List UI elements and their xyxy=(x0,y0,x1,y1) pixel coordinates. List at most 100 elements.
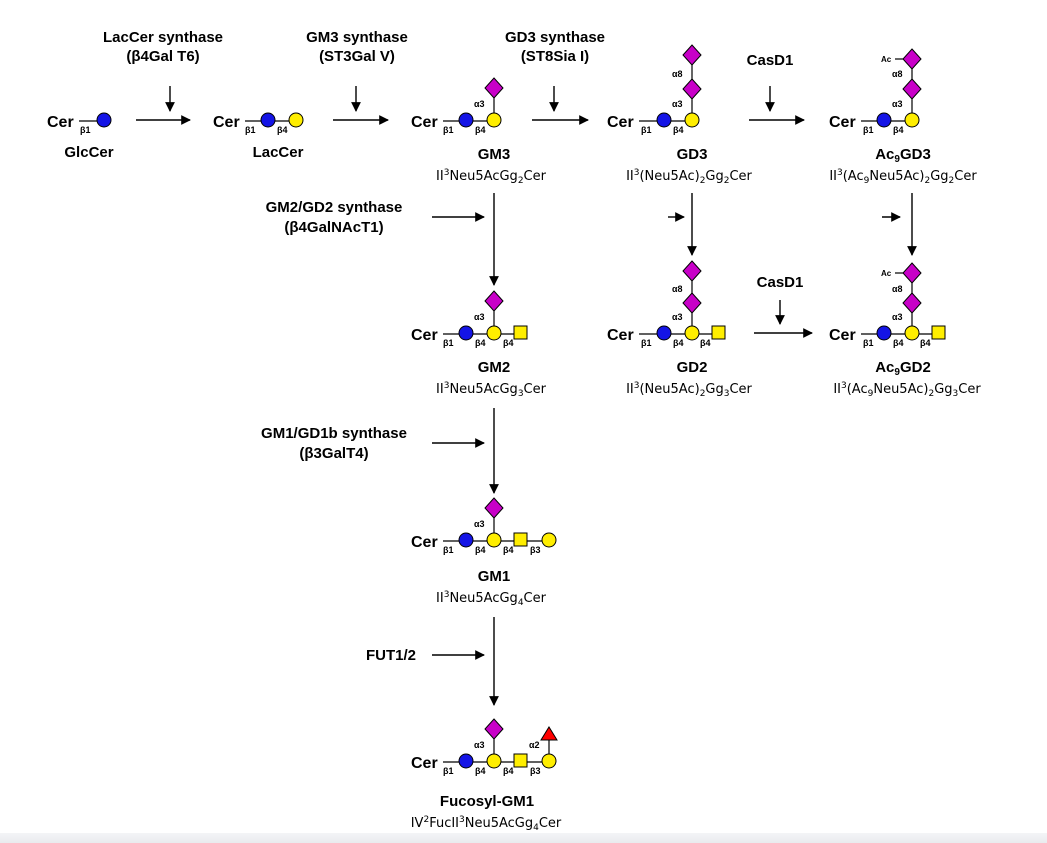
glycan-name: GM1 xyxy=(478,568,511,585)
galactose-icon xyxy=(684,325,700,341)
linkage-label: β4 xyxy=(503,338,514,348)
sialic-acid-icon xyxy=(682,260,702,282)
linkage-label: β4 xyxy=(673,338,684,348)
glycan-glccer: Cer β1 GlcCer xyxy=(47,112,114,161)
galactose-icon xyxy=(486,112,502,128)
galactose-icon xyxy=(541,532,557,548)
linkage-label: α2 xyxy=(529,740,540,750)
glycan-name: LacCer xyxy=(253,144,304,161)
glycan-formula: II3Neu5AcGg2Cer xyxy=(436,168,547,186)
linkage-label: α8 xyxy=(892,69,903,79)
linkage-label: α3 xyxy=(474,519,485,529)
linkage-label: α8 xyxy=(892,284,903,294)
enzyme-gm3-gene: (ST3Gal V) xyxy=(319,48,395,65)
enzyme-gd3-synthase: GD3 synthase xyxy=(505,29,605,46)
galactose-icon xyxy=(486,532,502,548)
linkage-label: β3 xyxy=(530,766,541,776)
glycan-name: Fucosyl-GM1 xyxy=(440,793,534,810)
glycan-name: GD3 xyxy=(677,146,708,163)
linkage-label: β4 xyxy=(475,766,486,776)
glucose-icon xyxy=(260,112,276,128)
glycan-name: GD2 xyxy=(677,359,708,376)
ceramide-label: Cer xyxy=(829,114,856,131)
linkage-label: β1 xyxy=(245,125,256,135)
linkage-label: α3 xyxy=(892,99,903,109)
sialic-acid-icon xyxy=(902,48,922,70)
glycan-formula: II3(Ac9Neu5Ac)2Gg3Cer xyxy=(833,381,981,399)
linkage-label: β1 xyxy=(443,125,454,135)
ceramide-label: Cer xyxy=(607,114,634,131)
sialic-acid-icon xyxy=(902,262,922,284)
linkage-label: β1 xyxy=(641,338,652,348)
ceramide-label: Cer xyxy=(47,114,74,131)
galactose-icon xyxy=(486,325,502,341)
glucose-icon xyxy=(458,325,474,341)
linkage-label: β4 xyxy=(277,125,288,135)
linkage-label: β4 xyxy=(475,545,486,555)
enzyme-fut12: FUT1/2 xyxy=(366,647,416,664)
bottom-scroll-bar xyxy=(0,833,1047,843)
linkage-label: β1 xyxy=(443,338,454,348)
linkage-label: α3 xyxy=(474,740,485,750)
glucose-icon xyxy=(656,112,672,128)
linkage-label: α3 xyxy=(474,99,485,109)
linkage-label: β1 xyxy=(863,338,874,348)
linkage-label: β4 xyxy=(893,338,904,348)
glucose-icon xyxy=(458,532,474,548)
sialic-acid-icon xyxy=(902,292,922,314)
linkage-label: β4 xyxy=(673,125,684,135)
galactose-icon xyxy=(486,753,502,769)
sialic-acid-icon xyxy=(902,78,922,100)
glycan-ac9gd3: Cer β1 β4 α3 α8 Ac Ac9GD3 II3(Ac9Neu5Ac)… xyxy=(829,48,977,186)
glycan-formula: IV2FucII3Neu5AcGg4Cer xyxy=(411,815,562,833)
glycan-gm1: Cer β1 β4 β4 β3 α3 GM1 II3Neu5AcGg4Cer xyxy=(411,497,557,608)
ceramide-label: Cer xyxy=(411,327,438,344)
linkage-label: β4 xyxy=(475,125,486,135)
enzyme-gm1gd1b-synthase: GM1/GD1b synthase xyxy=(261,425,407,442)
ceramide-label: Cer xyxy=(411,755,438,772)
glycan-gd3: Cer β1 β4 α3 α8 GD3 II3(Neu5Ac)2Gg2Cer xyxy=(607,44,753,186)
glucose-icon xyxy=(656,325,672,341)
linkage-label: α3 xyxy=(474,312,485,322)
linkage-label: β1 xyxy=(443,766,454,776)
linkage-label: β1 xyxy=(641,125,652,135)
linkage-label: β1 xyxy=(80,125,91,135)
glycan-laccer: Cer β1 β4 LacCer xyxy=(213,112,304,161)
linkage-label: α3 xyxy=(892,312,903,322)
glycan-name: GM3 xyxy=(478,146,511,163)
ceramide-label: Cer xyxy=(411,114,438,131)
enzyme-gm3-synthase: GM3 synthase xyxy=(306,29,408,46)
sialic-acid-icon xyxy=(484,497,504,519)
linkage-label: α3 xyxy=(672,99,683,109)
galactose-icon xyxy=(904,325,920,341)
linkage-label: α8 xyxy=(672,284,683,294)
glucose-icon xyxy=(876,112,892,128)
enzyme-laccer-gene: (β4Gal T6) xyxy=(126,48,199,65)
glycan-gm3: Cer β1 β4 α3 GM3 II3Neu5AcGg2Cer xyxy=(411,77,547,186)
linkage-label: β4 xyxy=(893,125,904,135)
enzyme-gm2gd2-synthase: GM2/GD2 synthase xyxy=(266,199,403,216)
linkage-label: α3 xyxy=(672,312,683,322)
enzyme-gd3-gene: (ST8Sia I) xyxy=(521,48,589,65)
enzyme-gm1gd1b-gene: (β3GalT4) xyxy=(299,445,368,462)
glycan-formula: II3Neu5AcGg3Cer xyxy=(436,381,547,399)
linkage-label: α8 xyxy=(672,69,683,79)
galactose-icon xyxy=(904,112,920,128)
glucose-icon xyxy=(876,325,892,341)
sialic-acid-icon xyxy=(682,44,702,66)
ceramide-label: Cer xyxy=(213,114,240,131)
sialic-acid-icon xyxy=(484,718,504,740)
glycan-formula: II3(Neu5Ac)2Gg2Cer xyxy=(626,168,752,186)
linkage-label: β1 xyxy=(863,125,874,135)
enzyme-laccer-synthase: LacCer synthase xyxy=(103,29,223,46)
glycan-name: Ac9GD3 xyxy=(875,146,931,165)
galactose-icon xyxy=(541,753,557,769)
glycan-name: Ac9GD2 xyxy=(875,359,931,378)
enzyme-casd1-mid: CasD1 xyxy=(757,274,804,291)
glycan-formula: II3(Ac9Neu5Ac)2Gg2Cer xyxy=(829,168,977,186)
acetyl-label: Ac xyxy=(881,55,892,64)
ceramide-label: Cer xyxy=(411,534,438,551)
linkage-label: β4 xyxy=(920,338,931,348)
linkage-label: β4 xyxy=(700,338,711,348)
